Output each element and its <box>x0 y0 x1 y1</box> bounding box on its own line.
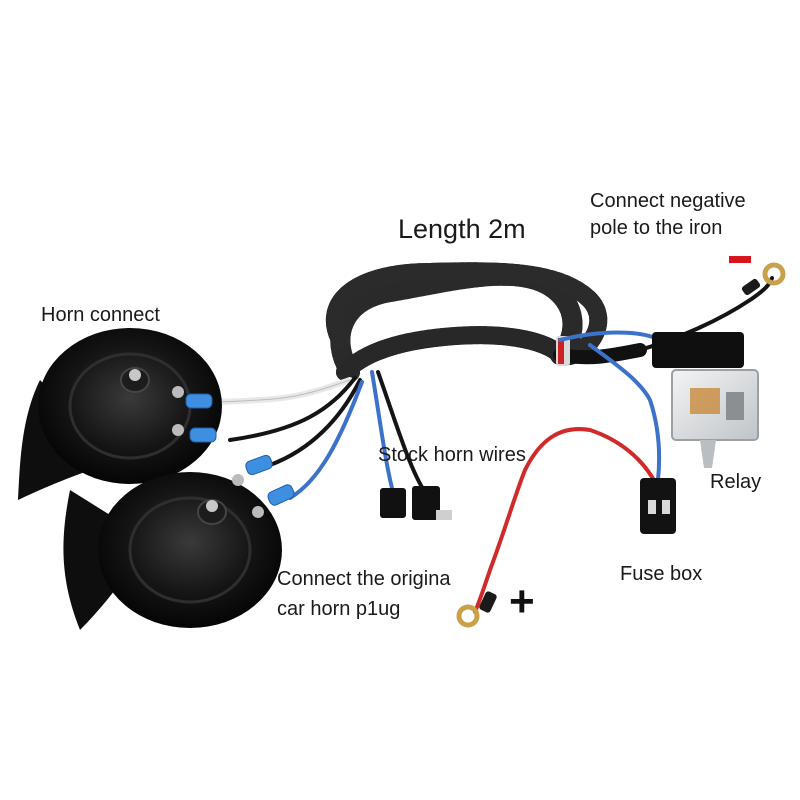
negative-ring-terminal <box>741 262 786 296</box>
stock-horn-wires-label: Stock horn wires <box>378 444 526 466</box>
positive-plus-mark: + <box>509 577 535 626</box>
wire-harness-loom <box>325 262 647 382</box>
negative-pole-line1: Connect negative <box>590 190 746 212</box>
horn-lower <box>63 472 282 630</box>
original-horn-plug-label: Connect the origina car horn p1ug <box>277 564 450 624</box>
fuse-holder <box>640 478 676 534</box>
negative-pole-line2: pole to the iron <box>590 217 723 239</box>
fuse-box-label: Fuse box <box>620 563 703 585</box>
original-horn-plug-line2: car horn p1ug <box>277 598 401 620</box>
relay <box>652 332 759 468</box>
positive-ring-terminal <box>456 591 497 628</box>
negative-minus-mark <box>729 256 751 263</box>
negative-pole-label: Connect negative pole to the iron <box>590 188 746 242</box>
horn-upper <box>18 328 222 500</box>
blue-spade-terminals <box>185 393 295 506</box>
relay-label: Relay <box>710 471 762 493</box>
length-label: Length 2m <box>398 214 526 244</box>
original-horn-plug-line1: Connect the origina <box>277 568 451 590</box>
horn-connect-label: Horn connect <box>41 304 160 326</box>
stock-horn-connectors <box>380 486 452 520</box>
heat-shrink-band <box>556 336 570 366</box>
